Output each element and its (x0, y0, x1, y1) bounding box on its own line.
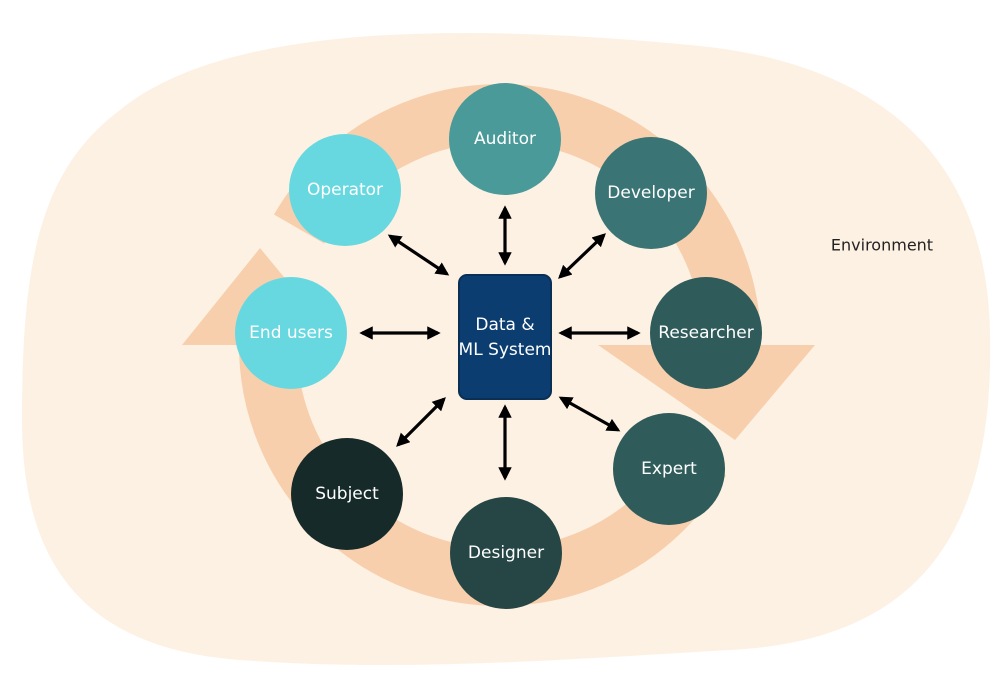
connection-arrows (359, 205, 641, 481)
data-ml-system-box: Data & ML System (458, 274, 552, 400)
cycle-arc-bottom (239, 351, 726, 606)
node-expert-label: Expert (641, 459, 697, 479)
arrow-expert (558, 396, 621, 432)
center-label-line2: ML System (459, 340, 552, 360)
center-box (458, 274, 552, 400)
node-designer: Designer (450, 497, 562, 609)
node-designer-circle (450, 497, 562, 609)
environment-label: Environment (831, 236, 933, 255)
arrow-operator (387, 234, 450, 276)
node-researcher-circle (650, 277, 762, 389)
node-expert: Expert (613, 413, 725, 525)
node-developer-circle (595, 137, 707, 249)
node-researcher: Researcher (650, 277, 762, 389)
node-researcher-label: Researcher (658, 323, 753, 343)
cycle-arrowhead-right (598, 345, 815, 440)
node-end-users-label: End users (249, 323, 333, 343)
node-end-users-circle (235, 277, 347, 389)
node-operator: Operator (289, 134, 401, 246)
node-developer: Developer (595, 137, 707, 249)
node-operator-circle (289, 134, 401, 246)
center-label-line1: Data & (475, 315, 534, 335)
arrow-developer (558, 233, 606, 279)
node-expert-circle (613, 413, 725, 525)
arrow-subject (396, 397, 446, 447)
node-subject-label: Subject (315, 484, 379, 504)
node-designer-label: Designer (468, 543, 544, 563)
node-auditor-circle (449, 83, 561, 195)
node-subject: Subject (291, 438, 403, 550)
node-developer-label: Developer (607, 183, 694, 203)
node-operator-label: Operator (307, 180, 383, 200)
node-auditor-label: Auditor (474, 129, 536, 149)
node-end-users: End users (235, 277, 347, 389)
node-auditor: Auditor (449, 83, 561, 195)
node-subject-circle (291, 438, 403, 550)
